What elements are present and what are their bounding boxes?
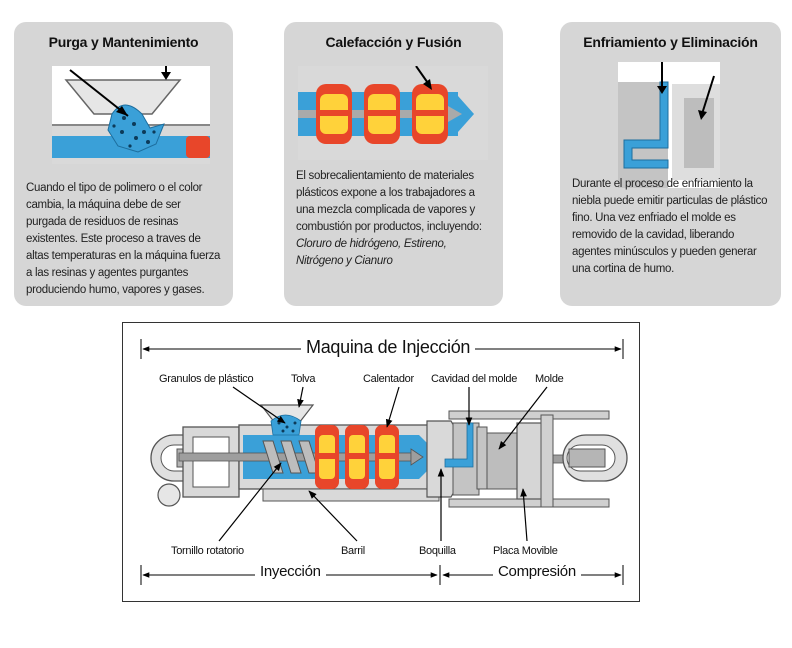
- label-tornillo: Tornillo rotatorio: [171, 545, 244, 557]
- card-description: Durante el proceso de enfriamiento la ni…: [572, 178, 768, 275]
- heater-illustration: [298, 66, 488, 160]
- card-title: Enfriamiento y Eliminación: [583, 34, 758, 50]
- label-tolva: Tolva: [291, 373, 316, 385]
- card-text-gases: Cloruro de hidrógeno, Estireno, Nitrógen…: [296, 238, 447, 267]
- label-molde: Molde: [535, 373, 564, 385]
- section-compresion: Compresión: [493, 563, 581, 580]
- card-title: Calefacción y Fusión: [325, 34, 462, 50]
- card-description: El sobrecalientamiento de materiales plá…: [296, 168, 491, 270]
- card-enfriamiento: Enfriamiento y Eliminación Durante el pr…: [560, 22, 781, 306]
- label-barril: Barril: [341, 545, 365, 557]
- card-purga: Purga y Mantenimiento Cuando el tipo de …: [14, 22, 233, 306]
- purge-illustration: [52, 66, 210, 164]
- card-title: Purga y Mantenimiento: [48, 34, 199, 50]
- label-cavidad: Cavidad del molde: [431, 373, 518, 385]
- mold-illustration: [618, 62, 720, 188]
- card-description: Cuando el tipo de polimero o el color ca…: [26, 182, 221, 296]
- diagram-title: Maquina de Injección: [301, 337, 476, 358]
- label-placa: Placa Movible: [493, 545, 558, 557]
- card-calefaccion: Calefacción y Fusión El sobrecali: [284, 22, 503, 306]
- card-text-main: El sobrecalientamiento de materiales plá…: [296, 170, 482, 233]
- section-inyeccion: Inyección: [255, 563, 326, 580]
- injection-machine-diagram: Maquina de Injección Granulos de plástic…: [122, 322, 640, 602]
- label-boquilla: Boquilla: [419, 545, 456, 557]
- label-granulos: Granulos de plástico: [159, 373, 254, 385]
- label-calentador: Calentador: [363, 373, 414, 385]
